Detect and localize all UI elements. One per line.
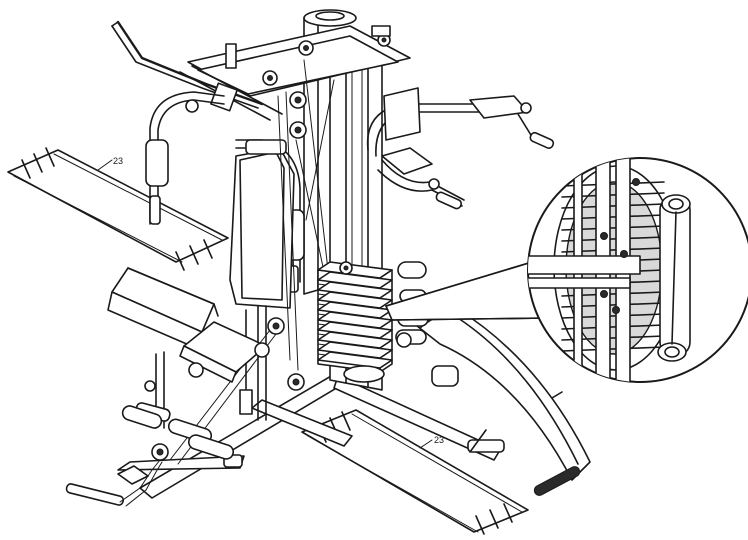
detail-callout — [385, 157, 748, 383]
weight-plates — [317, 271, 393, 373]
preacher-pad — [107, 267, 219, 349]
lat-pulldown-bar — [111, 20, 264, 112]
pec-deck-arm-left — [145, 91, 225, 225]
seat-support — [135, 342, 270, 429]
floor-mat-right — [301, 409, 529, 535]
weight-stack-top — [339, 261, 385, 383]
press-arms-right — [366, 87, 555, 210]
part-label-mat-right: 23 — [434, 435, 444, 445]
back-pad — [229, 139, 295, 309]
leader-line-left — [97, 159, 113, 171]
low-pulley-handle — [65, 459, 163, 507]
leader-line-right — [419, 439, 433, 449]
pulleys — [151, 91, 307, 461]
floor-mat-left — [7, 147, 229, 271]
leg-rollers — [121, 405, 235, 460]
weight-plate — [317, 351, 393, 369]
part-label-mat-left: 23 — [113, 156, 123, 166]
base-frame — [117, 371, 505, 499]
